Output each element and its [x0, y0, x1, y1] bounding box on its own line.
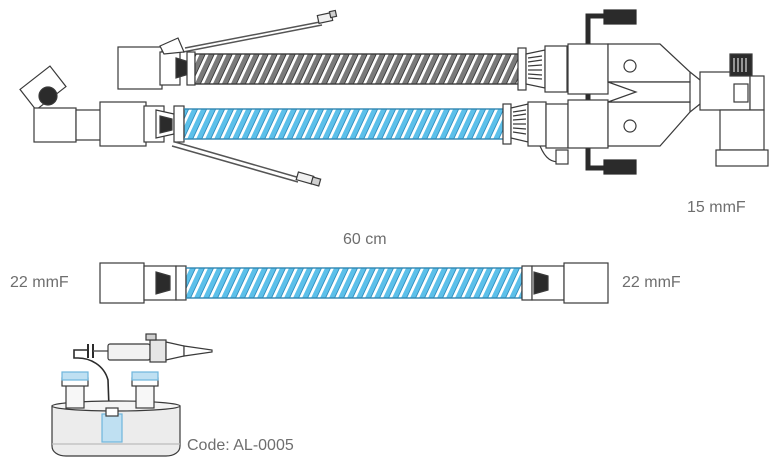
elbow-cap	[38, 86, 58, 106]
y-piece-upper-arm	[607, 43, 691, 83]
extension-blue-tube	[185, 267, 523, 299]
inlet-port	[65, 383, 85, 409]
humidifier-chamber-icon	[51, 333, 213, 457]
outlet-port	[135, 383, 155, 409]
connector-label-right-22mmf: 22 mmF	[622, 274, 681, 291]
connector-label-15mmf: 15 mmF	[687, 199, 746, 216]
lower-blue-tube	[183, 108, 505, 140]
y-piece-lower-arm	[607, 101, 691, 147]
right-cuff	[563, 262, 609, 304]
upper-dark-tube	[194, 53, 521, 85]
connector-label-left-22mmf: 22 mmF	[10, 274, 69, 291]
float-valve	[101, 413, 123, 443]
upper-right-cuff	[525, 49, 546, 89]
upper-left-connector	[117, 46, 163, 90]
drip-chamber	[107, 343, 151, 361]
elbow-cap-top	[729, 53, 753, 77]
tube-length-label: 60 cm	[343, 231, 387, 248]
upper-left-port	[159, 37, 185, 55]
feed-line	[73, 349, 111, 437]
dual-limb-breathing-circuit-icon	[19, 9, 769, 187]
corrugated-extension-tube-icon	[99, 262, 609, 304]
product-code-label: Code: AL-0005	[187, 437, 294, 454]
lower-sampling-line	[174, 141, 301, 179]
left-cuff	[99, 262, 145, 304]
upper-sampling-line	[184, 21, 321, 49]
lower-left-connector	[99, 101, 147, 147]
